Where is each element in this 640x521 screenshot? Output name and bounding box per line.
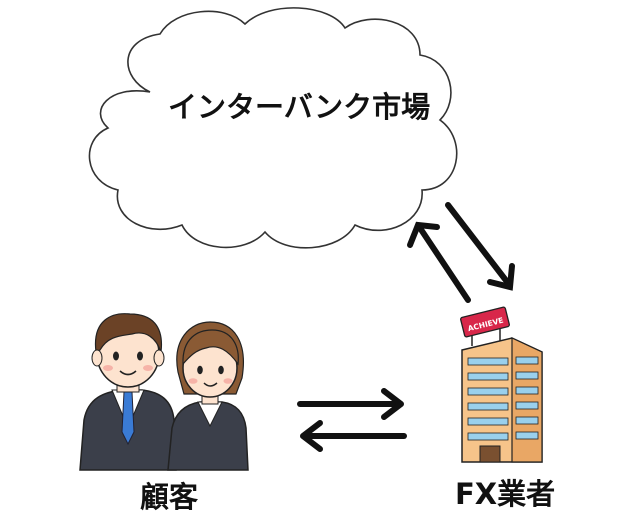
exchange-arrows-icon [407,202,515,303]
interbank-market-label: インターバンク市場 [168,90,431,124]
cloud-icon [88,7,458,249]
building-sign: ACHIEVE [460,306,510,346]
fx-dealer-label: FX業者 [455,477,556,511]
businessman-icon [79,313,177,471]
horizontal-arrows-icon [297,388,407,452]
customers-label: 顧客 [140,480,199,514]
businesswoman-icon [167,321,249,471]
office-building-icon: ACHIEVE [460,306,543,463]
